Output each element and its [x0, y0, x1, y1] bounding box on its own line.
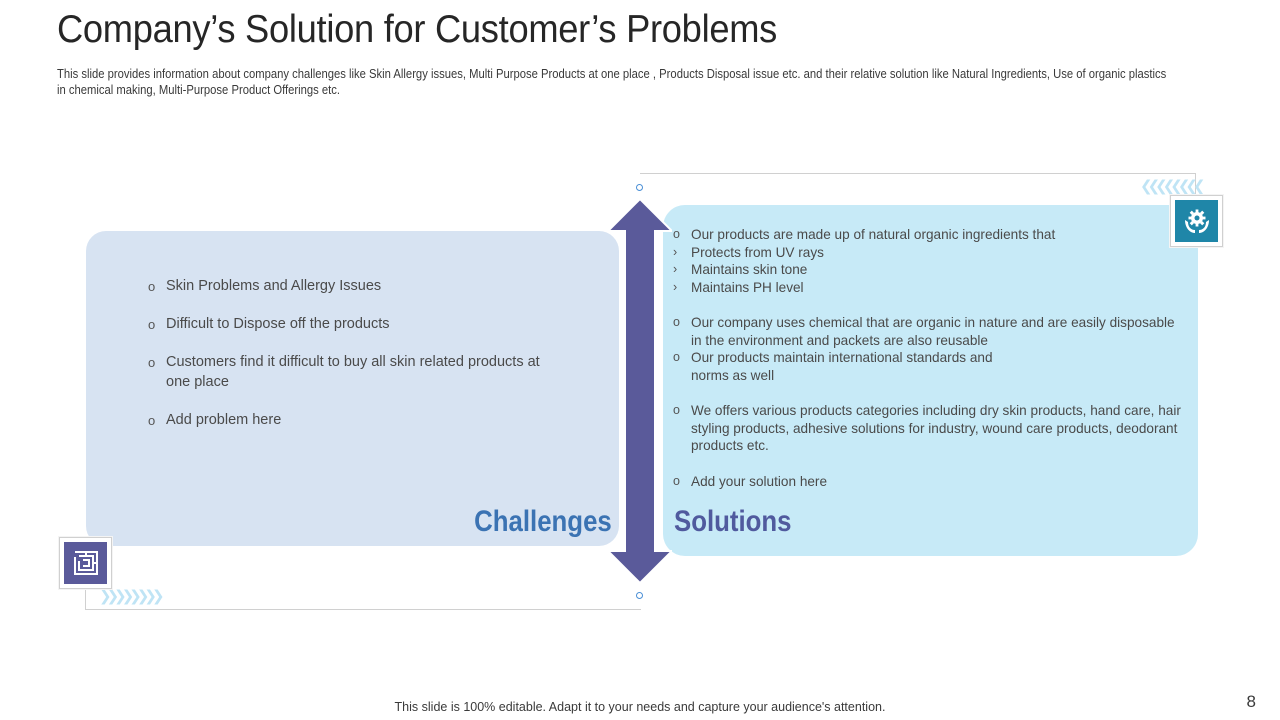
maze-icon: [64, 542, 107, 584]
connector-dot-bottom: [636, 592, 643, 599]
bullet-circle-icon: o: [673, 350, 680, 364]
chevron-right-icon: ›: [673, 280, 678, 294]
list-item: Add problem here: [148, 410, 548, 431]
bullet-circle-icon: o: [673, 315, 680, 329]
challenges-heading: Challenges: [474, 505, 612, 538]
gear-in-hands-icon: [1175, 200, 1218, 242]
list-item: Customers find it difficult to buy all s…: [148, 352, 548, 392]
solutions-panel: [663, 205, 1198, 556]
bullet-circle-icon: o: [673, 403, 680, 417]
chevron-left-decoration-icon: ❮❮❮❮❮❮❮❮: [1140, 177, 1206, 195]
list-item: o Our company uses chemical that are org…: [673, 315, 1175, 348]
chevron-right-icon: ›: [673, 262, 678, 276]
list-item: o Our products maintain international st…: [673, 350, 993, 383]
slide-subtitle: This slide provides information about co…: [57, 67, 1167, 97]
solutions-heading: Solutions: [674, 505, 792, 538]
challenges-list: Skin Problems and Allergy Issues Difficu…: [148, 276, 548, 448]
list-item: o Add your solution here: [673, 474, 828, 489]
chevron-right-decoration-icon: ❯❯❯❯❯❯❯❯: [99, 587, 165, 605]
list-item: Skin Problems and Allergy Issues: [148, 276, 548, 297]
frame-line-bottom-left: [85, 560, 641, 610]
solutions-icon-frame: [1170, 195, 1223, 247]
list-item: › Maintains skin tone: [673, 262, 808, 277]
slide-title: Company’s Solution for Customer’s Proble…: [57, 8, 778, 51]
list-item: o We offers various products categories …: [673, 403, 1181, 454]
chevron-right-icon: ›: [673, 245, 678, 259]
challenges-icon-frame: [59, 537, 112, 589]
slide-footer: This slide is 100% editable. Adapt it to…: [394, 700, 886, 714]
list-item: o Our products are made up of natural or…: [673, 227, 1056, 242]
connector-dot-top: [636, 184, 643, 191]
bullet-circle-icon: o: [673, 474, 680, 488]
list-item: Difficult to Dispose off the products: [148, 314, 548, 335]
page-number: 8: [1246, 692, 1256, 711]
list-item: › Protects from UV rays: [673, 245, 824, 260]
double-arrow-icon: [608, 199, 672, 583]
frame-line-top-right: [640, 173, 1196, 194]
bullet-circle-icon: o: [673, 227, 680, 241]
list-item: › Maintains PH level: [673, 280, 804, 295]
